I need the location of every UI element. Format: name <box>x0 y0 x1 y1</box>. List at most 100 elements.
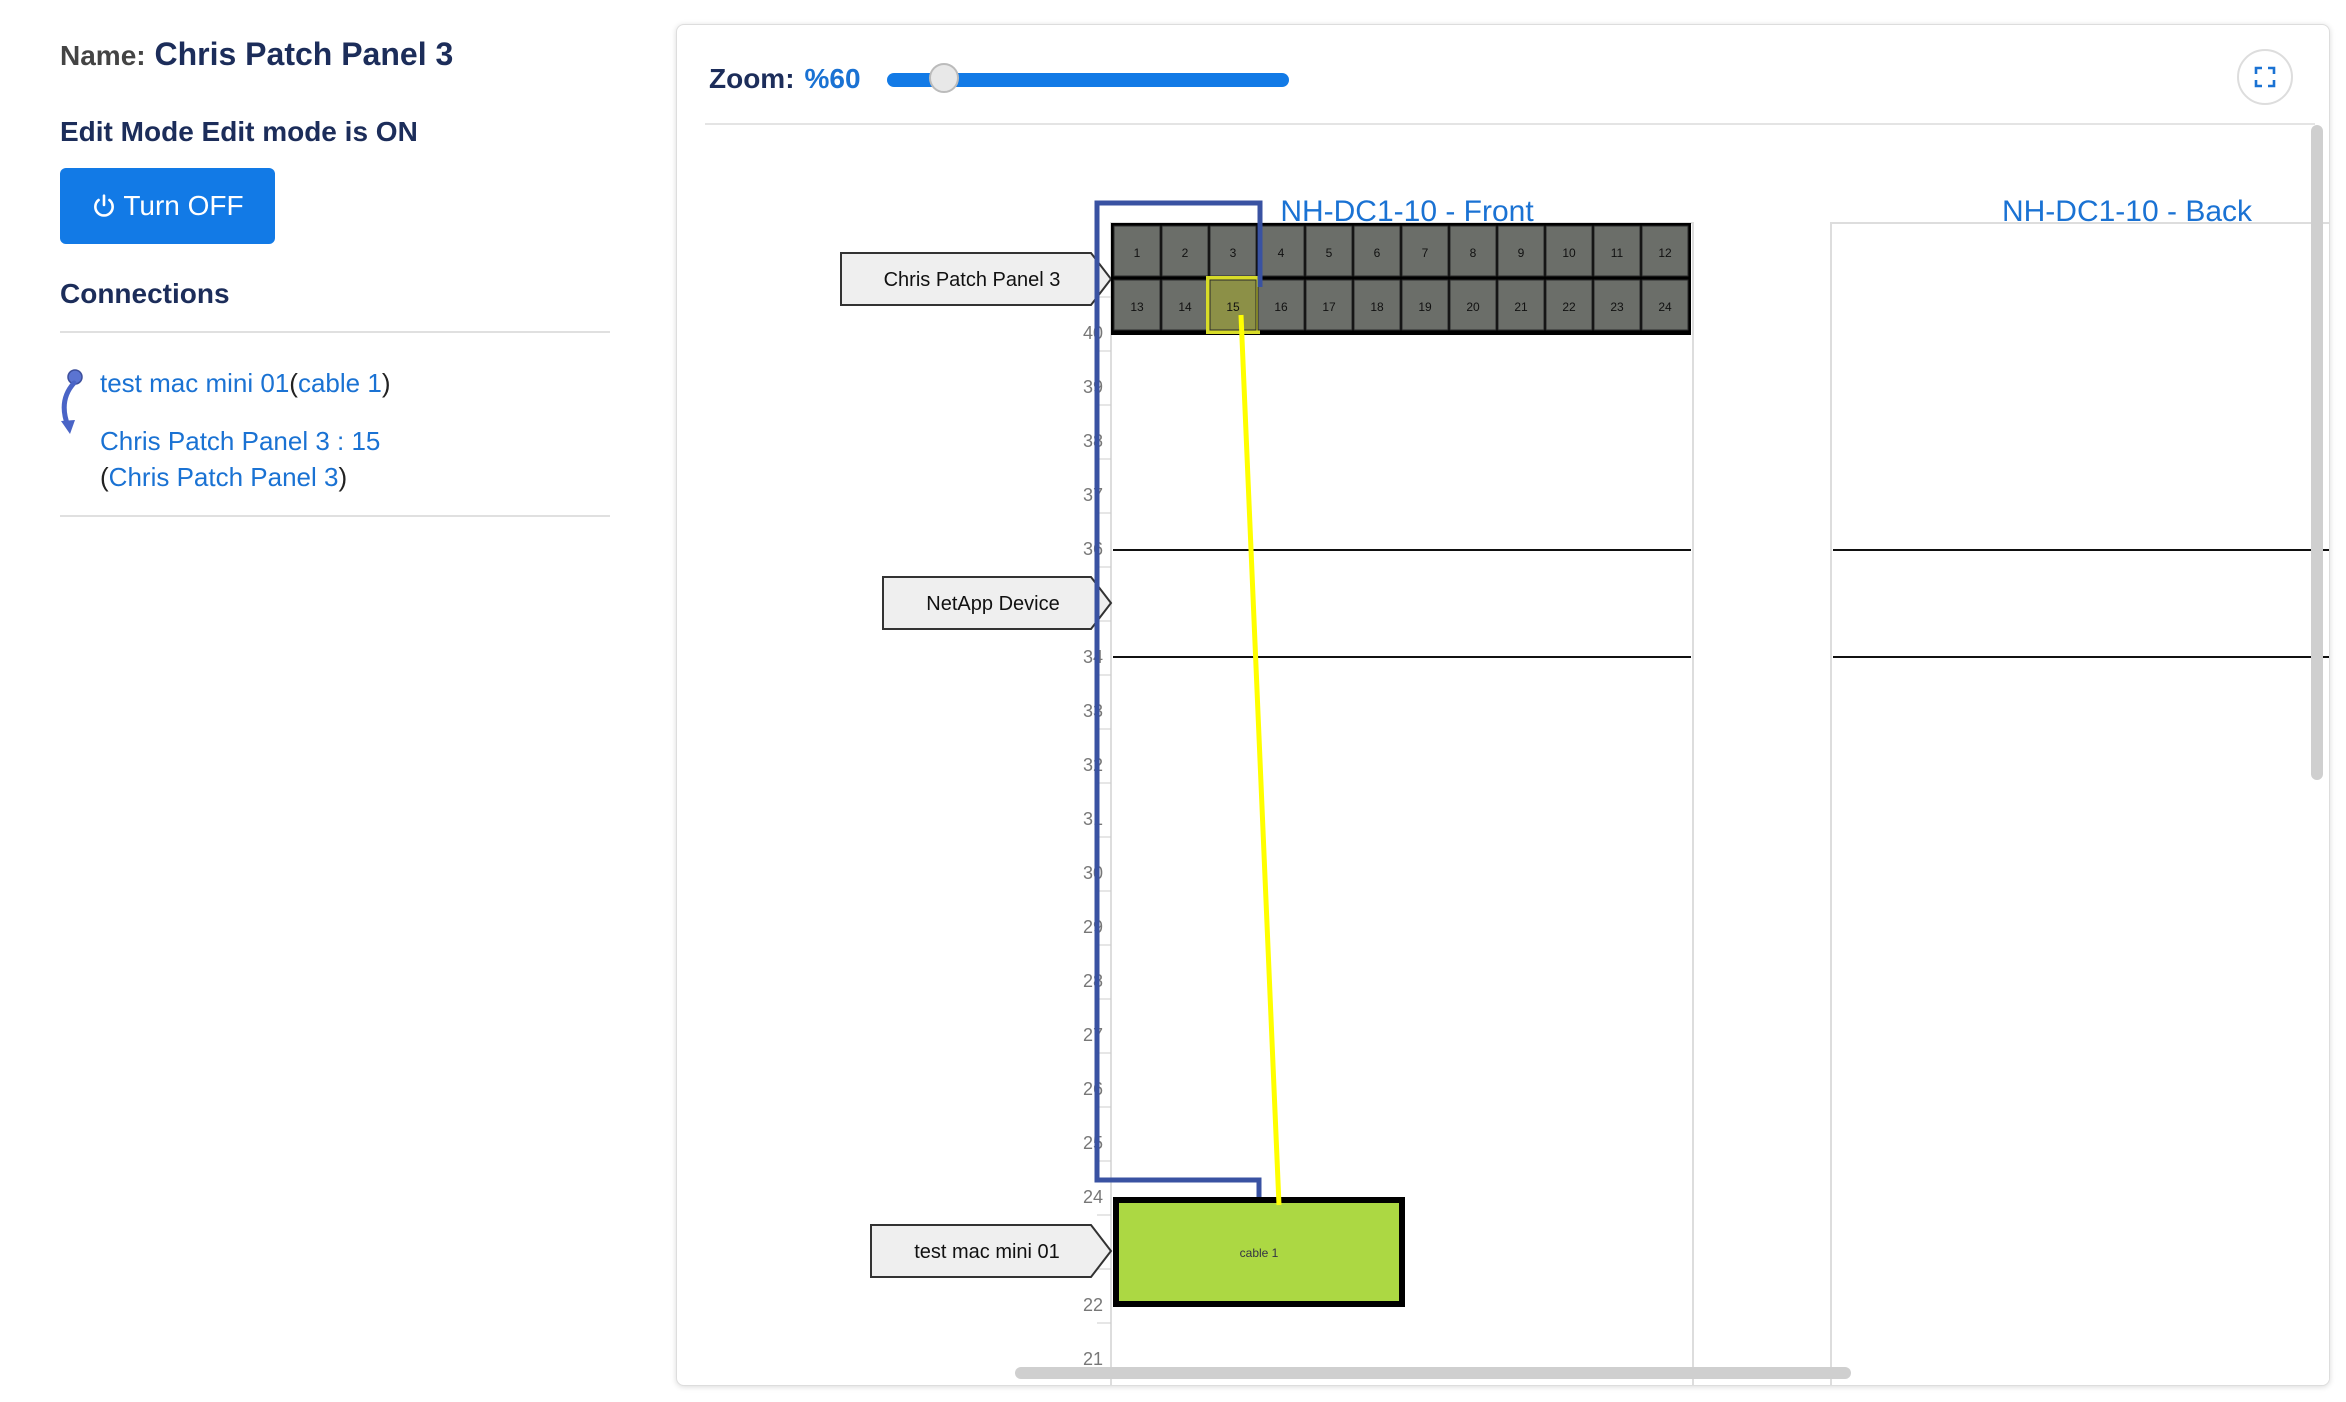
port-body <box>1449 225 1497 277</box>
mac-mini-device[interactable]: cable 1 <box>1113 1197 1405 1307</box>
cable-connection-icon <box>61 369 83 434</box>
device-callouts: Chris Patch Panel 3 NetApp Device test mac… <box>840 252 1113 1278</box>
callout-shape <box>840 252 1113 306</box>
patch-port[interactable]: 20 <box>1449 279 1497 331</box>
patch-port[interactable]: 15 <box>1206 276 1260 334</box>
port-body <box>1497 279 1545 331</box>
zoom-text: Zoom: <box>709 63 795 94</box>
port-body <box>1113 279 1161 331</box>
patch-port[interactable]: 24 <box>1641 279 1689 331</box>
callout-label: test mac mini 01 <box>914 1241 1060 1263</box>
rack-unit-number: 22 <box>1083 1295 1103 1315</box>
rack-unit-number: 27 <box>1083 1025 1103 1045</box>
patch-port[interactable]: 18 <box>1353 279 1401 331</box>
device-callout[interactable]: test mac mini 01 <box>870 1224 1113 1278</box>
yellow-cable[interactable] <box>1238 314 1282 1206</box>
panel-link[interactable]: Chris Patch Panel 3 <box>108 462 339 492</box>
rack-unit-number: 31 <box>1083 809 1103 829</box>
port-number: 3 <box>1230 246 1237 260</box>
port-body <box>1305 279 1353 331</box>
patch-port[interactable]: 22 <box>1545 279 1593 331</box>
patch-port[interactable]: 5 <box>1305 225 1353 277</box>
patch-port[interactable]: 7 <box>1401 225 1449 277</box>
port-number: 4 <box>1278 246 1285 260</box>
patch-port[interactable]: 8 <box>1449 225 1497 277</box>
close-paren: ) <box>381 368 391 398</box>
rack-unit-number: 33 <box>1083 701 1103 721</box>
device-callout[interactable]: NetApp Device <box>882 576 1113 630</box>
patch-port[interactable]: 2 <box>1161 225 1209 277</box>
port-number: 14 <box>1178 300 1192 314</box>
rack-unit-number: 28 <box>1083 971 1103 991</box>
turn-off-button[interactable]: Turn OFF <box>60 168 275 244</box>
patch-port[interactable]: 17 <box>1305 279 1353 331</box>
vertical-scrollbar[interactable] <box>2311 125 2323 780</box>
fullscreen-icon <box>2254 66 2276 88</box>
mac-mini-cable-label: cable 1 <box>1240 1246 1279 1260</box>
rack-unit-number: 36 <box>1083 539 1103 559</box>
port-link[interactable]: Chris Patch Panel 3 : 15 <box>100 426 381 456</box>
rack-unit-number: 37 <box>1083 485 1103 505</box>
patch-port[interactable]: 12 <box>1641 225 1689 277</box>
back-rack-frame <box>1830 222 2329 1385</box>
port-body <box>1113 225 1161 277</box>
port-number: 16 <box>1274 300 1288 314</box>
rack-unit-number: 24 <box>1083 1187 1103 1207</box>
port-body <box>1257 279 1305 331</box>
zoom-slider[interactable] <box>887 73 1289 87</box>
port-number: 11 <box>1611 246 1624 260</box>
zoom-slider-handle[interactable] <box>929 63 959 93</box>
device-link[interactable]: test mac mini 01 <box>100 368 290 398</box>
port-body <box>1257 225 1305 277</box>
rack-diagram: NH-DC1-10 - Front NH-DC1-10 - Back 41403… <box>840 195 2329 1385</box>
port-body <box>1401 279 1449 331</box>
zoom-label: Zoom:%60 <box>709 63 861 95</box>
patch-port[interactable]: 14 <box>1161 279 1209 331</box>
patch-port[interactable]: 13 <box>1113 279 1161 331</box>
front-rack-frame <box>1110 222 1694 1385</box>
device-callout[interactable]: Chris Patch Panel 3 <box>840 252 1113 306</box>
patch-port[interactable]: 1 <box>1113 225 1161 277</box>
rack-unit-number: 40 <box>1083 323 1103 343</box>
port-body <box>1161 225 1209 277</box>
turn-off-label: Turn OFF <box>123 190 244 221</box>
rack-view-panel: Zoom:%60 NH-DC1-10 - Front NH-DC1-10 - B… <box>676 24 2330 1386</box>
cable-link[interactable]: cable 1 <box>297 368 382 398</box>
port-number: 22 <box>1562 300 1576 314</box>
horizontal-scrollbar[interactable] <box>1015 1367 1851 1379</box>
patch-port[interactable]: 21 <box>1497 279 1545 331</box>
device-name-line: Name: Chris Patch Panel 3 <box>60 36 453 73</box>
name-label: Name: <box>60 40 146 71</box>
rack-unit-number: 21 <box>1083 1349 1103 1369</box>
mac-mini-body <box>1119 1203 1399 1301</box>
callout-label: NetApp Device <box>926 593 1059 615</box>
callout-shape <box>870 1224 1113 1278</box>
edit-mode-status: Edit Mode Edit mode is ON <box>60 116 418 147</box>
callout-shape <box>882 576 1113 630</box>
port-number: 7 <box>1422 246 1429 260</box>
rack-unit-number: 26 <box>1083 1079 1103 1099</box>
port-body <box>1449 279 1497 331</box>
patch-port[interactable]: 19 <box>1401 279 1449 331</box>
patch-port[interactable]: 9 <box>1497 225 1545 277</box>
patch-port[interactable]: 23 <box>1593 279 1641 331</box>
patch-port[interactable]: 11 <box>1593 225 1641 277</box>
port-body <box>1641 279 1689 331</box>
port-number: 19 <box>1418 300 1432 314</box>
divider <box>60 515 610 517</box>
open-paren: ( <box>100 462 109 492</box>
patch-port[interactable]: 3 <box>1209 225 1257 277</box>
port-number: 20 <box>1466 300 1480 314</box>
patch-port[interactable]: 4 <box>1257 225 1305 277</box>
patch-port[interactable]: 6 <box>1353 225 1401 277</box>
patch-port[interactable]: 16 <box>1257 279 1305 331</box>
port-body <box>1305 225 1353 277</box>
patch-port[interactable]: 10 <box>1545 225 1593 277</box>
fullscreen-button[interactable] <box>2237 49 2293 105</box>
power-icon <box>94 194 115 217</box>
port-body <box>1593 279 1641 331</box>
port-body <box>1593 225 1641 277</box>
port-number: 1 <box>1134 246 1141 260</box>
